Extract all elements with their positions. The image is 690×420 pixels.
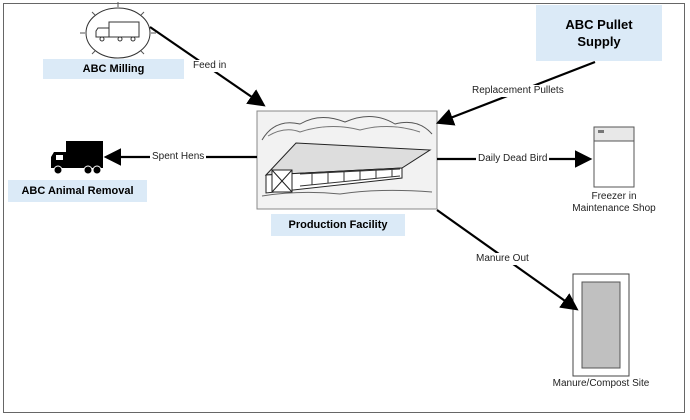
- production-facility-image: [256, 110, 438, 210]
- edge-spent-hens: Spent Hens: [150, 151, 207, 163]
- node-manure-site: Manure/Compost Site: [552, 378, 650, 389]
- node-freezer: Freezer in Maintenance Shop: [572, 191, 656, 214]
- edge-replacement-pullets: Replacement Pullets: [470, 85, 566, 97]
- node-animal-removal: ABC Animal Removal: [8, 180, 147, 202]
- node-production: Production Facility: [271, 214, 405, 236]
- edge-manure-out: Manure Out: [474, 253, 531, 265]
- edge-feed-in: Feed in: [191, 60, 229, 72]
- milling-truck-icon: [80, 2, 156, 64]
- freezer-icon: [593, 126, 635, 188]
- diagram-frame: [3, 3, 685, 413]
- compost-site-icon: [572, 273, 630, 377]
- removal-truck-icon: [51, 141, 103, 175]
- node-milling: ABC Milling: [43, 59, 184, 79]
- edge-daily-dead-bird: Daily Dead Bird: [476, 153, 550, 165]
- node-pullet-supply: ABC Pullet Supply: [536, 5, 662, 61]
